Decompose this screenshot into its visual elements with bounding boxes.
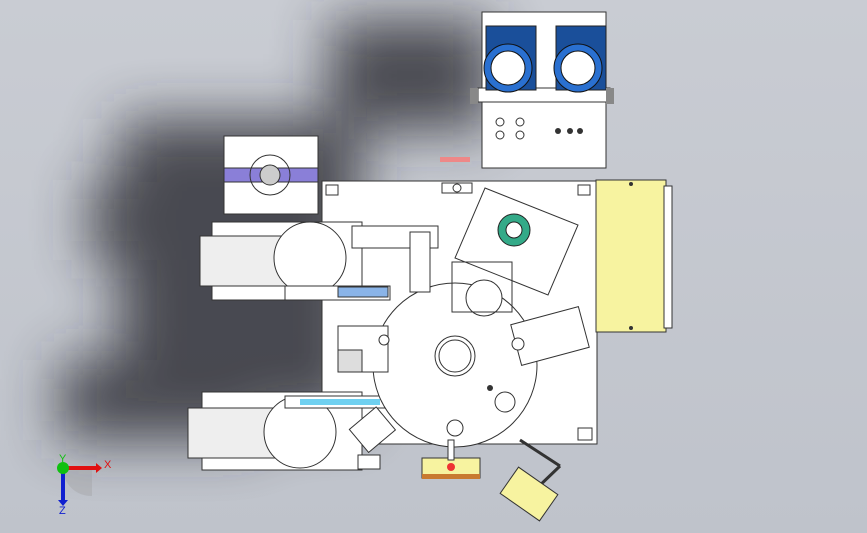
manipulator-left[interactable] bbox=[337, 225, 439, 373]
bottom-left-station[interactable] bbox=[348, 406, 397, 470]
y-axis-origin bbox=[57, 462, 69, 474]
rotary-table[interactable] bbox=[372, 282, 538, 448]
orientation-triad: X Y Z bbox=[57, 453, 112, 517]
conveyor-upper[interactable] bbox=[199, 221, 391, 301]
inset-detail-box[interactable] bbox=[223, 135, 319, 215]
motor-unit[interactable] bbox=[440, 11, 614, 169]
electrical-panel[interactable] bbox=[595, 179, 673, 333]
manipulator-right[interactable] bbox=[510, 306, 590, 366]
conveyor-lower[interactable] bbox=[187, 391, 406, 471]
x-axis-label: X bbox=[104, 459, 112, 471]
output-tray[interactable] bbox=[421, 439, 481, 479]
inspection-station[interactable] bbox=[451, 187, 579, 317]
z-axis-label: Z bbox=[59, 505, 66, 517]
swing-arm-yellow-box[interactable] bbox=[499, 438, 562, 522]
y-axis-label: Y bbox=[59, 453, 67, 465]
